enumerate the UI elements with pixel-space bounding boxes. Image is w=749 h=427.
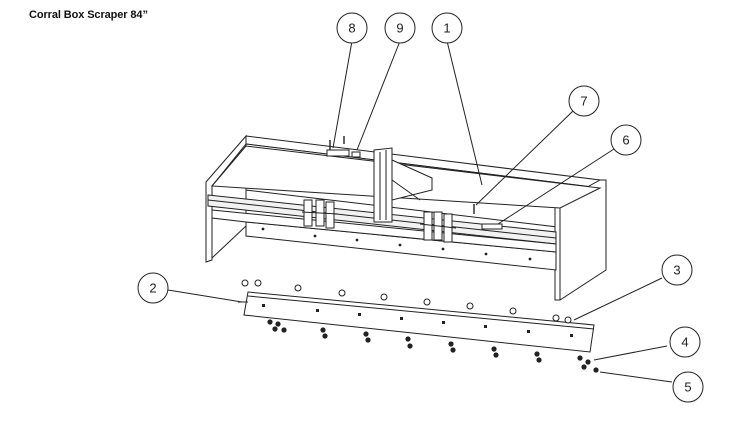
hitch-brace	[391, 159, 433, 201]
hitch-mast	[373, 147, 393, 223]
washers-and-nuts	[267, 319, 599, 373]
callout-7: 7	[568, 85, 600, 117]
svg-text:6: 6	[622, 133, 629, 148]
moldboard-lip	[211, 209, 557, 253]
pin-6	[481, 223, 503, 230]
svg-text:7: 7	[580, 94, 587, 109]
svg-text:8: 8	[348, 21, 355, 36]
svg-text:5: 5	[684, 380, 691, 395]
callout-3: 3	[661, 254, 693, 286]
callout-9: 9	[384, 12, 416, 44]
lower-link-brackets-left	[301, 199, 339, 229]
svg-text:9: 9	[396, 21, 403, 36]
callout-6: 6	[610, 124, 642, 156]
moldboard-holes	[261, 227, 532, 261]
box-body	[205, 134, 607, 301]
callout-5: 5	[672, 371, 704, 403]
right-end-plate	[554, 179, 607, 301]
lower-link-brackets-right	[419, 211, 457, 243]
callout-2: 2	[137, 272, 169, 304]
svg-text:1: 1	[443, 21, 450, 36]
callout-4: 4	[669, 326, 701, 358]
pin-8	[326, 149, 350, 157]
cutting-edge	[243, 291, 595, 353]
callout-8: 8	[336, 12, 368, 44]
cutting-edge-blade	[243, 291, 595, 353]
diagram-title: Corral Box Scraper 84”	[29, 9, 148, 21]
svg-text:4: 4	[681, 335, 688, 350]
pin-9	[351, 151, 361, 158]
cutting-edge-holes	[262, 304, 573, 337]
callout-1: 1	[431, 12, 463, 44]
carriage-bolts	[238, 279, 572, 324]
svg-text:3: 3	[673, 263, 680, 278]
leader-lines	[167, 40, 673, 383]
svg-text:2: 2	[149, 281, 156, 296]
